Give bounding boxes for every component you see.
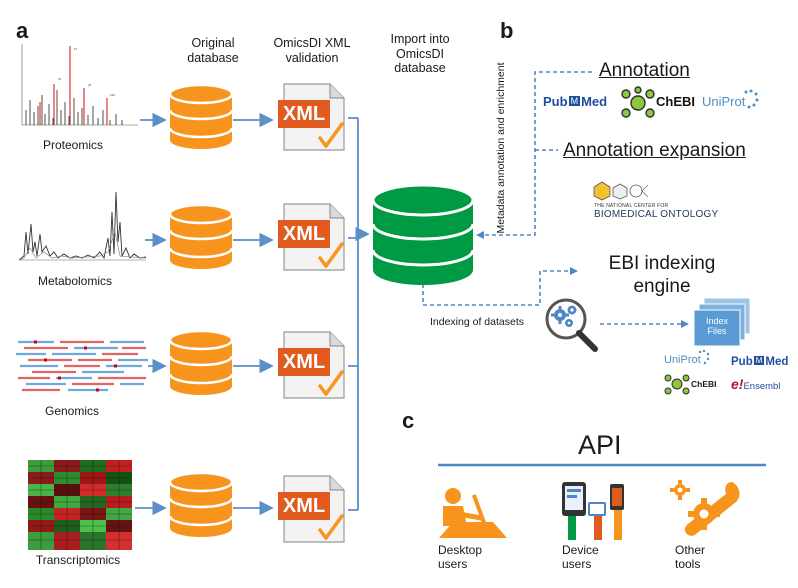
index-pubmed-text-a: Pub (731, 356, 753, 368)
xml-label: XML (282, 495, 326, 517)
row-label-transcriptomics: Transcriptomics (35, 553, 121, 567)
xml-document-icon-3: XML (276, 328, 350, 402)
device-users-icon (562, 482, 624, 540)
original-database-icon-1 (168, 84, 234, 149)
indexing-label: Indexing of datasets (430, 316, 524, 328)
collector-bus (348, 117, 359, 511)
annotation-title: Annotation (599, 60, 690, 81)
index-chebi-molecule-icon (664, 374, 690, 395)
original-database-icon-4 (168, 472, 234, 537)
ncbo-small-text: THE NATIONAL CENTER FOR (594, 203, 669, 209)
index-chebi-text: ChEBI (691, 379, 717, 389)
desktop-users-label: Desktop users (438, 543, 483, 571)
index-files-label: Index Files (705, 316, 729, 336)
panel-label-c: c (402, 408, 415, 433)
transcriptomics-heatmap-image (28, 460, 132, 550)
ebi-engine-title: EBI indexing engine (608, 253, 716, 297)
index-ensembl-text: Ensembl (743, 381, 781, 392)
header-import-omicsdi: Import into OmicsDI database (390, 32, 450, 75)
header-original-database: Original database (187, 36, 239, 65)
uniprot-dots-icon (744, 89, 759, 109)
desktop-user-icon (439, 488, 507, 538)
device-users-label: Device users (562, 543, 599, 571)
indexing-arrowhead-1 (570, 267, 578, 275)
genomics-reads-image (16, 340, 148, 392)
svg-text:y8: y8 (88, 83, 92, 87)
metabolomics-spectrum-image (18, 191, 147, 261)
panel-label-b: b (500, 18, 514, 43)
panel-label-a: a (16, 18, 29, 43)
indexing-arrowhead-2 (681, 320, 689, 328)
indexing-dashed-path (422, 270, 683, 325)
index-files-icon (693, 297, 751, 347)
row-label-genomics: Genomics (44, 404, 100, 418)
annotation-dashed-path (476, 71, 592, 236)
search-engine-icon (545, 298, 598, 352)
other-tools-label: Other tools (675, 543, 706, 571)
index-uniprot-dots-icon (698, 349, 710, 365)
index-pubmed-m-block: M (753, 356, 765, 365)
metadata-annotation-side-label: Metadata annotation and enrichment (483, 58, 519, 238)
xml-document-icon-4: XML (276, 472, 350, 546)
proteomics-spectrum-image: y5 b7 y8 b10 (21, 44, 138, 126)
omicsdi-database-icon (371, 183, 475, 285)
svg-text:y5: y5 (58, 77, 62, 81)
row-label-metabolomics: Metabolomics (37, 274, 113, 288)
ncbo-logo-icon (593, 181, 648, 201)
pubmed-logo-text-a: Pub (543, 94, 568, 109)
original-database-icon-2 (168, 204, 234, 269)
pubmed-logo-text-b: Med (581, 94, 608, 109)
xml-label: XML (282, 103, 326, 125)
xml-document-icon-2: XML (276, 200, 350, 274)
tools-icon (670, 480, 740, 536)
chebi-molecule-icon (621, 86, 655, 118)
xml-document-icon-1: XML (276, 80, 350, 154)
ncbo-big-text: BIOMEDICAL ONTOLOGY (594, 209, 719, 220)
annotation-arrowhead (476, 231, 484, 239)
svg-text:b7: b7 (74, 47, 78, 51)
pubmed-m-block: M (568, 96, 581, 106)
header-xml-validation: OmicsDI XML validation (273, 36, 351, 65)
side-label-text: Metadata annotation and enrichment (495, 62, 507, 234)
xml-label: XML (282, 351, 326, 373)
index-uniprot-logo: UniProt (664, 354, 701, 366)
uniprot-logo-text: UniProt (702, 94, 746, 109)
original-database-icon-3 (168, 330, 234, 395)
svg-text:b10: b10 (110, 93, 115, 97)
row-label-proteomics: Proteomics (42, 138, 104, 152)
chebi-logo-text: ChEBI (656, 94, 695, 109)
annotation-expansion-title: Annotation expansion (563, 140, 746, 161)
index-ensembl-logo: e!Ensembl (731, 376, 781, 392)
index-pubmed-text-b: Med (765, 356, 789, 368)
api-title: API (578, 430, 622, 460)
xml-label: XML (282, 223, 326, 245)
